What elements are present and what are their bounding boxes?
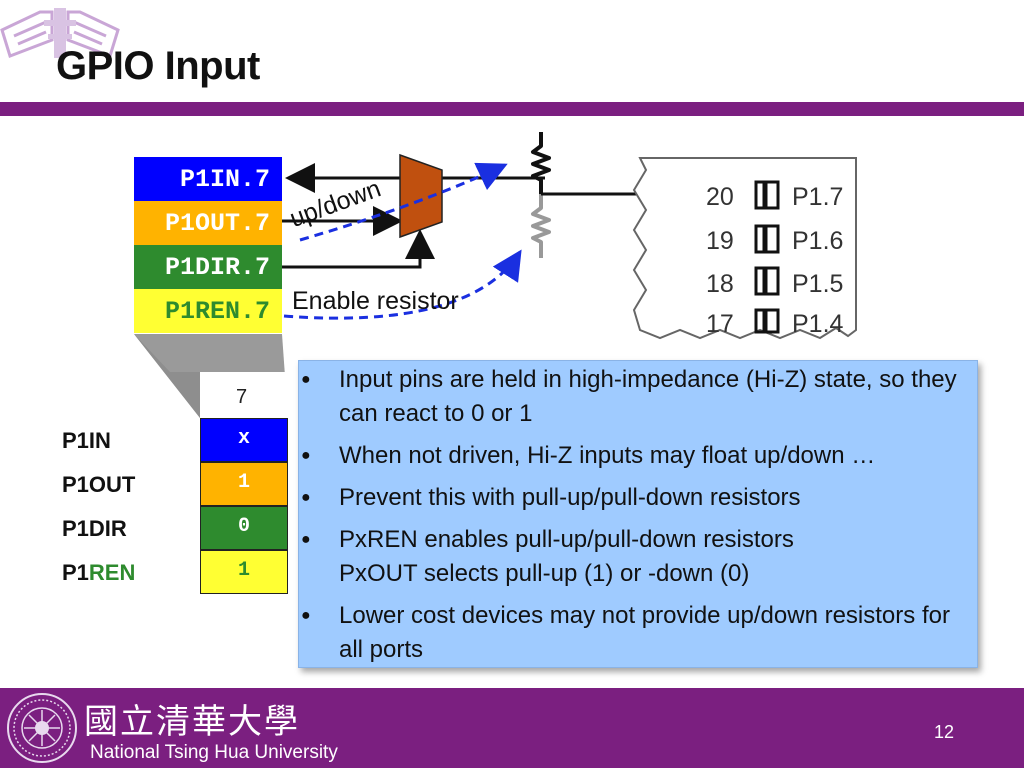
row-label-p1ren: P1REN [62,560,135,586]
chip-pinout: 20 19 18 17 P1.7 P1.6 P1.5 P1.4 [632,157,857,340]
university-name-chinese: 國立清華大學 [84,702,300,742]
pin-name: P1.7 [792,183,843,211]
updown-dashed-arrow [299,162,508,242]
multiplexer-icon [399,153,443,239]
pin-name: P1.4 [792,310,844,338]
callout-item: Input pins are held in high-impedance (H… [301,363,969,431]
slide-title: GPIO Input [56,44,260,88]
info-callout: Input pins are held in high-impedance (H… [298,360,978,668]
university-emblem-icon [0,8,120,58]
dir-to-mux-line [282,229,435,269]
row-label-prefix: P1 [62,560,89,585]
resistor-icon [531,132,551,258]
pin-number: 18 [706,270,734,298]
bit-cell-p1out: 1 [200,462,288,506]
row-label-p1dir: P1DIR [62,516,127,541]
bit-cell-p1dir: 0 [200,506,288,550]
enable-dashed-arrow [283,249,522,320]
bit-column-header: 7 [236,386,248,408]
row-label-p1in: P1IN [62,428,111,453]
register-p1dir: P1DIR.7 [134,245,282,290]
pin-number: 17 [706,310,734,338]
register-p1out: P1OUT.7 [134,201,282,246]
university-name: National Tsing Hua University [90,742,338,763]
row-label-p1out: P1OUT [62,472,136,497]
enable-resistor-label: Enable resistor [292,287,459,315]
callout-item: Prevent this with pull-up/pull-down resi… [301,481,969,515]
row-label-suffix: REN [88,560,136,585]
register-p1in: P1IN.7 [134,157,282,202]
title-divider [0,102,1024,116]
page-number: 12 [934,722,955,742]
register-p1ren: P1REN.7 [134,289,282,334]
callout-item: PxREN enables pull-up/pull-down resistor… [301,523,969,591]
pin-name: P1.5 [792,270,843,298]
bit-cell-p1ren: 1 [200,550,288,594]
university-seal-icon [7,693,77,763]
bit-cell-p1in: x [200,418,288,462]
callout-item: Lower cost devices may not provide up/do… [301,599,969,667]
callout-item: When not driven, Hi-Z inputs may float u… [301,439,969,473]
pin-number: 19 [706,227,734,255]
footer-bar [0,688,1024,768]
pin-name: P1.6 [792,227,843,255]
pin-number: 20 [706,183,734,211]
